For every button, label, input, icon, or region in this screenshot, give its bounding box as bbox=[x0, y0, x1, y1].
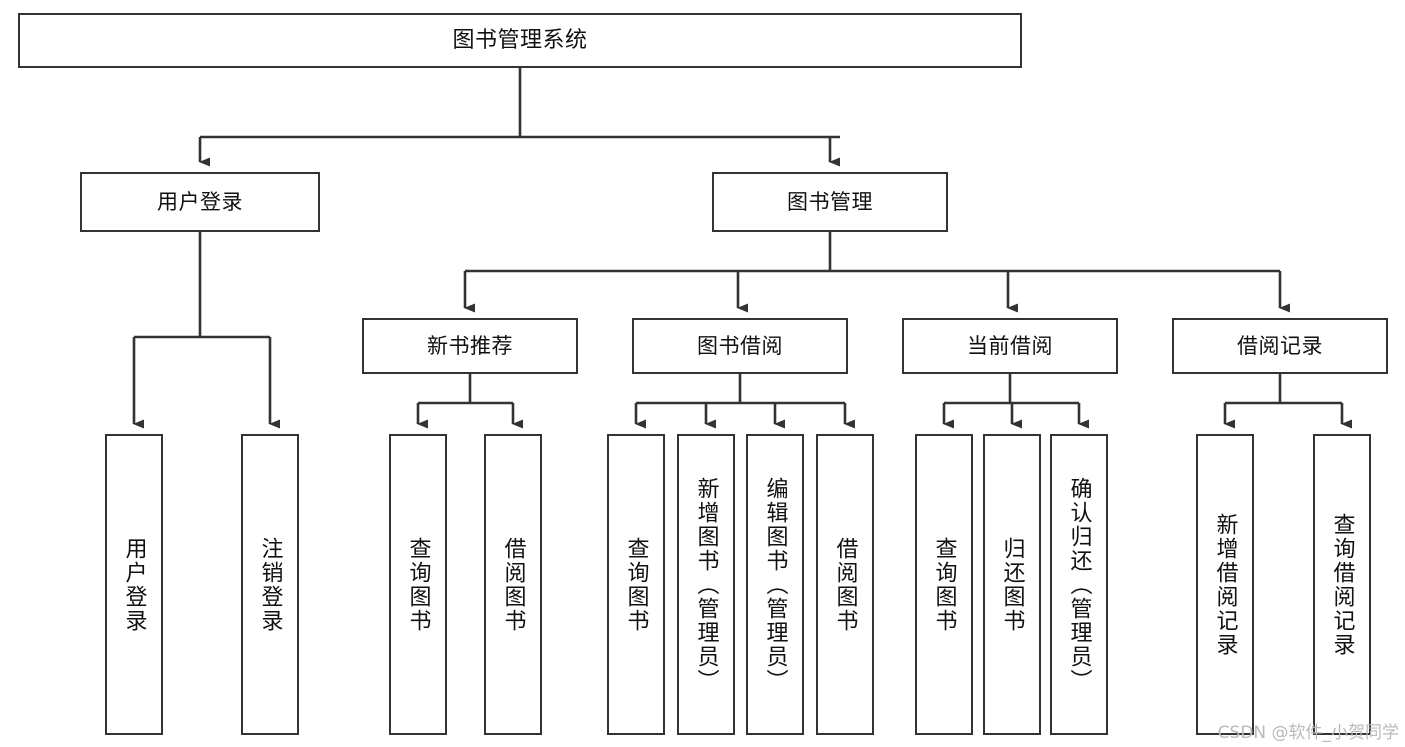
node-leaf-edit-book-admin[interactable]: 编辑图书（管理员） bbox=[746, 434, 804, 735]
node-leaf-borrow-book-1[interactable]: 借阅图书 bbox=[484, 434, 542, 735]
node-book-management[interactable]: 图书管理 bbox=[712, 172, 948, 232]
node-new-book-recommendation[interactable]: 新书推荐 bbox=[362, 318, 578, 374]
node-leaf-logout[interactable]: 注销登录 bbox=[241, 434, 299, 735]
node-leaf-query-book-2[interactable]: 查询图书 bbox=[607, 434, 665, 735]
node-leaf-add-book-admin[interactable]: 新增图书（管理员） bbox=[677, 434, 735, 735]
node-leaf-query-book-1[interactable]: 查询图书 bbox=[389, 434, 447, 735]
node-book-borrowing[interactable]: 图书借阅 bbox=[632, 318, 848, 374]
node-label: 注销登录 bbox=[257, 536, 283, 633]
csdn-watermark: CSDN @软件_小贺同学 bbox=[1217, 723, 1399, 743]
node-leaf-add-loan-record[interactable]: 新增借阅记录 bbox=[1196, 434, 1254, 735]
node-label: 图书管理系统 bbox=[452, 27, 588, 53]
node-label: 新增借阅记录 bbox=[1212, 512, 1238, 657]
node-label: 编辑图书（管理员） bbox=[762, 476, 788, 693]
node-label: 查询借阅记录 bbox=[1329, 512, 1355, 657]
node-label: 确认归还（管理员） bbox=[1066, 476, 1092, 693]
node-label: 用户登录 bbox=[121, 536, 147, 633]
node-leaf-query-book-3[interactable]: 查询图书 bbox=[915, 434, 973, 735]
node-label: 归还图书 bbox=[999, 536, 1025, 633]
node-label: 新书推荐 bbox=[427, 333, 513, 358]
node-label: 新增图书（管理员） bbox=[693, 476, 719, 693]
node-leaf-query-loan-record[interactable]: 查询借阅记录 bbox=[1313, 434, 1371, 735]
node-label: 图书借阅 bbox=[697, 333, 783, 358]
node-label: 借阅图书 bbox=[832, 536, 858, 633]
node-loan-records[interactable]: 借阅记录 bbox=[1172, 318, 1388, 374]
node-label: 用户登录 bbox=[157, 189, 243, 214]
node-leaf-borrow-book-2[interactable]: 借阅图书 bbox=[816, 434, 874, 735]
node-current-loans[interactable]: 当前借阅 bbox=[902, 318, 1118, 374]
node-leaf-user-login[interactable]: 用户登录 bbox=[105, 434, 163, 735]
node-user-login[interactable]: 用户登录 bbox=[80, 172, 320, 232]
node-label: 查询图书 bbox=[623, 536, 649, 633]
node-label: 图书管理 bbox=[787, 189, 873, 214]
node-label: 借阅记录 bbox=[1237, 333, 1323, 358]
node-label: 当前借阅 bbox=[967, 333, 1053, 358]
node-label: 查询图书 bbox=[405, 536, 431, 633]
node-leaf-return-book[interactable]: 归还图书 bbox=[983, 434, 1041, 735]
node-label: 查询图书 bbox=[931, 536, 957, 633]
node-leaf-confirm-return-admin[interactable]: 确认归还（管理员） bbox=[1050, 434, 1108, 735]
node-book-management-system[interactable]: 图书管理系统 bbox=[18, 13, 1022, 68]
node-label: 借阅图书 bbox=[500, 536, 526, 633]
